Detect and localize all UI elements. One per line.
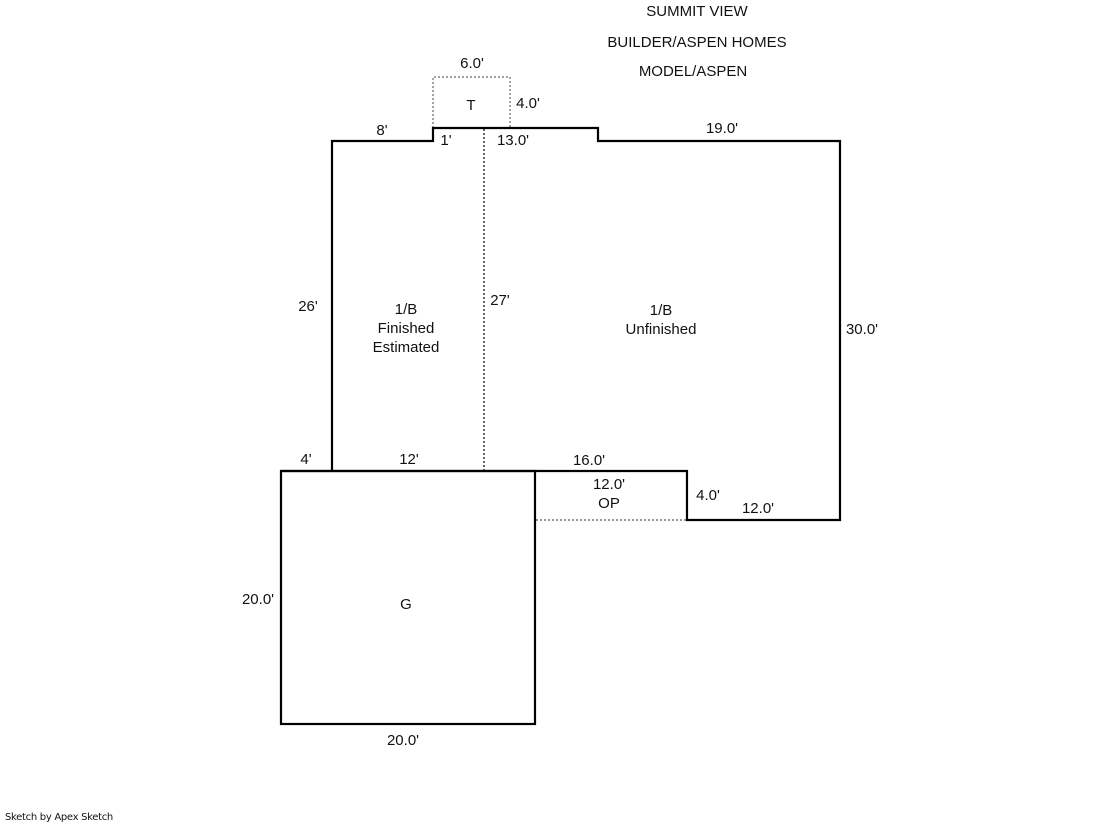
main-house-outline (330, 126, 842, 522)
dim-bottom-finished: 12' (399, 451, 419, 468)
dim-top-right: 19.0' (705, 120, 739, 137)
dim-step-left: 1' (440, 132, 452, 149)
builder-label: BUILDER/ASPEN HOMES (607, 34, 787, 51)
t-area-outline (432, 76, 511, 128)
dim-garage-bottom: 20.0' (386, 732, 420, 749)
dim-op-top: 16.0' (572, 452, 606, 469)
open-porch-dimension: 12.0' (592, 476, 626, 493)
basement-finished-line-2: Finished (377, 320, 435, 337)
open-porch-code: OP (598, 495, 620, 512)
basement-finished-line-1: 1/B (394, 301, 418, 318)
basement-finished-line-3: Estimated (372, 339, 440, 356)
area-open-porch: 12.0' OP (593, 475, 625, 513)
basement-unfinished-line-1: 1/B (649, 302, 673, 319)
dim-bottom-left-offset: 4' (300, 451, 312, 468)
sketch-credit: Sketch by Apex Sketch (5, 812, 113, 823)
area-basement-unfinished: 1/B Unfinished (626, 301, 697, 339)
dim-top-left: 8' (376, 122, 388, 139)
dim-op-right: 4.0' (696, 487, 720, 504)
area-t-label: T (466, 97, 476, 114)
dim-t-top: 6.0' (460, 55, 484, 72)
dim-left-wall: 26' (298, 298, 318, 315)
dim-t-right: 4.0' (516, 95, 540, 112)
basement-unfinished-line-2: Unfinished (625, 321, 697, 338)
dim-center-divider: 27' (490, 292, 510, 309)
dim-garage-left: 20.0' (241, 591, 275, 608)
model-label: MODEL/ASPEN (638, 63, 748, 80)
dim-right-wall: 30.0' (845, 321, 879, 338)
sketch-title: SUMMIT VIEW (646, 3, 748, 20)
area-basement-finished: 1/B Finished Estimated (373, 300, 440, 357)
dim-bottom-right: 12.0' (741, 500, 775, 517)
area-garage-label: G (400, 596, 412, 613)
dim-top-center: 13.0' (496, 132, 530, 149)
